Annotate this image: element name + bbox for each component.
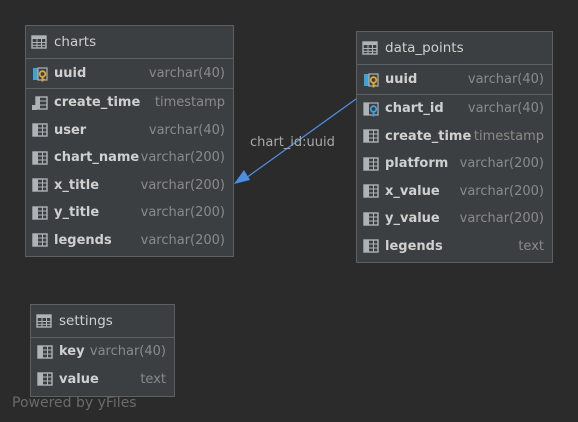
column-type: varchar(200) <box>140 205 225 221</box>
column-row-legends[interactable]: legends text <box>357 233 552 261</box>
column-name: create_time <box>385 128 472 144</box>
column-icon <box>32 150 48 166</box>
column-row-user[interactable]: user varchar(40) <box>26 117 233 145</box>
column-type: varchar(40) <box>89 344 166 360</box>
column-icon <box>32 177 48 193</box>
column-name: key <box>59 344 85 360</box>
column-type: varchar(40) <box>148 66 225 81</box>
column-icon <box>363 183 379 199</box>
column-row-y-title[interactable]: y_title varchar(200) <box>26 199 233 227</box>
column-name: user <box>54 122 87 138</box>
nullable-column-icon <box>32 95 48 111</box>
column-icon <box>32 232 48 248</box>
column-row-y-value[interactable]: y_value varchar(200) <box>357 205 552 233</box>
column-type: timestamp <box>154 95 225 111</box>
table-icon <box>31 34 47 50</box>
column-icon <box>363 128 379 144</box>
foreign-key-column-icon <box>363 101 379 117</box>
table-icon <box>36 313 52 329</box>
column-type: varchar(200) <box>459 211 544 227</box>
column-type: varchar(40) <box>148 122 225 138</box>
column-name: uuid <box>385 72 418 87</box>
column-name: y_title <box>54 205 100 221</box>
column-icon <box>32 205 48 221</box>
column-type: text <box>518 238 544 254</box>
column-type: varchar(200) <box>140 232 225 248</box>
column-name: create_time <box>54 95 141 111</box>
column-row-x-title[interactable]: x_title varchar(200) <box>26 172 233 200</box>
column-row-x-value[interactable]: x_value varchar(200) <box>357 178 552 206</box>
column-icon <box>37 371 53 387</box>
column-name: uuid <box>54 66 87 81</box>
column-name: x_value <box>385 183 440 199</box>
column-name: chart_id <box>385 101 444 117</box>
column-name: x_title <box>54 177 100 193</box>
column-icon <box>363 238 379 254</box>
column-row-platform[interactable]: platform varchar(200) <box>357 150 552 178</box>
column-list: uuid varchar(40) chart_id varchar(40) create… <box>357 65 552 260</box>
column-list: uuid varchar(40) create_time timestamp user v… <box>26 59 233 254</box>
column-name: value <box>59 371 99 387</box>
column-name: legends <box>385 238 443 254</box>
column-name: platform <box>385 156 449 172</box>
column-type: varchar(40) <box>467 101 544 117</box>
column-row-chart-id[interactable]: chart_id varchar(40) <box>357 95 552 123</box>
column-row-uuid[interactable]: uuid varchar(40) <box>357 65 552 95</box>
primary-key-column-icon <box>363 72 379 88</box>
table-title: charts <box>54 34 97 50</box>
column-icon <box>363 156 379 172</box>
column-icon <box>37 344 53 360</box>
column-name: chart_name <box>54 150 140 166</box>
table-title: settings <box>59 313 113 329</box>
relation-edge-line[interactable] <box>245 98 357 179</box>
column-name: legends <box>54 232 112 248</box>
column-row-legends[interactable]: legends varchar(200) <box>26 227 233 255</box>
column-type: varchar(200) <box>140 177 225 193</box>
arrowhead-icon <box>234 170 250 184</box>
column-type: varchar(200) <box>459 156 544 172</box>
table-header: charts <box>26 26 233 59</box>
watermark: Powered by yFiles <box>12 395 137 411</box>
table-header: settings <box>31 305 174 338</box>
table-charts[interactable]: charts uuid varchar(40) create_time timesta… <box>25 25 234 257</box>
column-row-create-time[interactable]: create_time timestamp <box>26 89 233 117</box>
column-type: timestamp <box>473 128 544 144</box>
column-icon <box>32 122 48 138</box>
column-icon <box>363 211 379 227</box>
primary-key-column-icon <box>32 66 48 82</box>
column-type: varchar(40) <box>467 72 544 87</box>
column-type: varchar(200) <box>140 150 225 166</box>
relation-label: chart_id:uuid <box>250 135 335 150</box>
column-type: text <box>140 371 166 387</box>
column-row-uuid[interactable]: uuid varchar(40) <box>26 59 233 89</box>
column-name: y_value <box>385 211 440 227</box>
table-icon <box>362 40 378 56</box>
column-row-value[interactable]: value text <box>31 366 174 394</box>
table-header: data_points <box>357 32 552 65</box>
column-type: varchar(200) <box>459 183 544 199</box>
table-title: data_points <box>385 40 464 56</box>
